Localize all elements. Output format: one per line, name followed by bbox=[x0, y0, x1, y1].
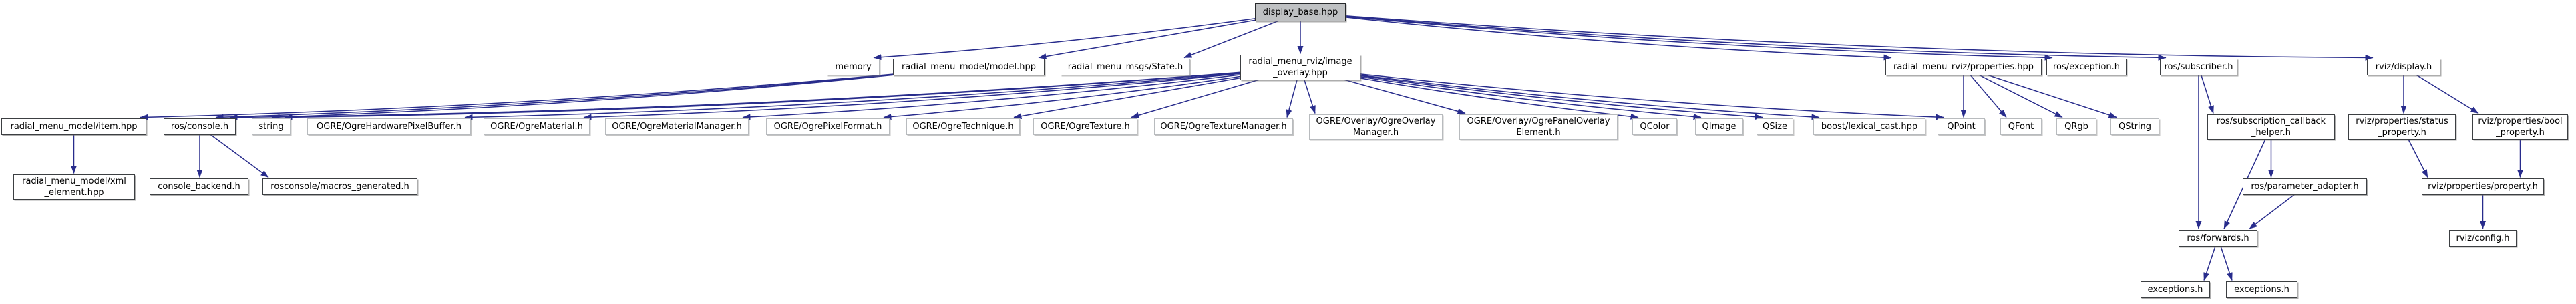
node-properties[interactable]: radial_menu_rviz/properties.hpp bbox=[1885, 59, 2042, 75]
node-ogre-hwpb: OGRE/OgreHardwarePixelBuffer.h bbox=[307, 118, 471, 135]
edge-display-base-to-ros-exception bbox=[1300, 11, 2053, 61]
node-ogre-overlay-mgr: OGRE/Overlay/OgreOverlay Manager.h bbox=[1309, 114, 1443, 140]
node-ros-console[interactable]: ros/console.h bbox=[164, 118, 236, 135]
node-status-property[interactable]: rviz/properties/status _property.h bbox=[2348, 114, 2456, 140]
node-ogre-pixel-format: OGRE/OgrePixelFormat.h bbox=[766, 118, 890, 135]
node-qpoint: QPoint bbox=[1938, 118, 1985, 135]
edge-model-to-item bbox=[140, 66, 969, 120]
node-state: radial_menu_msgs/State.h bbox=[1061, 59, 1190, 75]
node-exceptions-l[interactable]: exceptions.h bbox=[2141, 281, 2210, 298]
edge-properties-to-qstring bbox=[1963, 66, 2117, 118]
node-exceptions-r[interactable]: exceptions.h bbox=[2226, 281, 2297, 298]
edge-display-base-to-ros-subscriber bbox=[1300, 11, 2167, 61]
node-ogre-texture-mgr: OGRE/OgreTextureManager.h bbox=[1154, 118, 1293, 135]
edge-image-overlay-to-ogre-material bbox=[583, 67, 1301, 120]
node-config[interactable]: rviz/config.h bbox=[2449, 230, 2517, 247]
edge-group bbox=[71, 11, 2523, 281]
edge-image-overlay-to-qpoint bbox=[1300, 67, 1944, 120]
edge-image-overlay-to-qsize bbox=[1300, 67, 1763, 120]
node-item[interactable]: radial_menu_model/item.hpp bbox=[1, 118, 146, 135]
edge-display-base-to-memory bbox=[873, 11, 1301, 61]
node-qimage: QImage bbox=[1695, 118, 1743, 135]
node-qrgb: QRgb bbox=[2056, 118, 2096, 135]
edge-image-overlay-to-ogre-material-mgr bbox=[742, 67, 1301, 120]
node-memory: memory bbox=[827, 59, 880, 75]
edge-image-overlay-to-boost-lexical-cast bbox=[1300, 67, 1820, 120]
node-display-base: display_base.hpp bbox=[1255, 3, 1346, 21]
node-console-backend[interactable]: console_backend.h bbox=[150, 178, 248, 195]
edge-display-base-to-rviz-display bbox=[1300, 11, 2374, 61]
node-ros-subscriber[interactable]: ros/subscriber.h bbox=[2160, 59, 2237, 75]
node-bool-property[interactable]: rviz/properties/bool _property.h bbox=[2472, 114, 2568, 140]
node-ogre-panel-overlay: OGRE/Overlay/OgrePanelOverlay Element.h bbox=[1459, 114, 1618, 140]
node-ros-exception[interactable]: ros/exception.h bbox=[2046, 59, 2127, 75]
node-forwards[interactable]: ros/forwards.h bbox=[2179, 230, 2257, 247]
node-xml-element[interactable]: radial_menu_model/xml _element.hpp bbox=[13, 174, 135, 200]
node-ogre-material: OGRE/OgreMaterial.h bbox=[484, 118, 590, 135]
node-image-overlay[interactable]: radial_menu_rviz/image _overlay.hpp bbox=[1240, 55, 1360, 80]
edge-ros-console-to-macros-generated bbox=[199, 126, 269, 178]
node-ogre-texture: OGRE/OgreTexture.h bbox=[1033, 118, 1137, 135]
edge-properties-to-qfont bbox=[1963, 67, 2007, 118]
edge-image-overlay-to-ogre-hwpb bbox=[464, 67, 1301, 120]
edge-properties-to-qrgb bbox=[1963, 66, 2063, 118]
edge-display-base-to-properties bbox=[1300, 11, 1892, 61]
edge-model-to-ros-console bbox=[215, 66, 969, 120]
edge-image-overlay-to-string bbox=[284, 67, 1301, 120]
node-qcolor: QColor bbox=[1632, 118, 1677, 135]
edge-model-to-string bbox=[271, 66, 969, 120]
node-qsize: QSize bbox=[1757, 118, 1793, 135]
node-ogre-technique: OGRE/OgreTechnique.h bbox=[906, 118, 1020, 135]
node-qfont: QFont bbox=[2000, 118, 2042, 135]
node-rviz-display[interactable]: rviz/display.h bbox=[2367, 59, 2440, 75]
node-qstring: QString bbox=[2110, 118, 2159, 135]
node-ogre-material-mgr: OGRE/OgreMaterialManager.h bbox=[605, 118, 749, 135]
node-model[interactable]: radial_menu_model/model.hpp bbox=[893, 59, 1045, 75]
node-string: string bbox=[252, 118, 291, 135]
edge-sub-cb-helper-to-forwards bbox=[2223, 126, 2272, 229]
node-boost-lexical-cast: boost/lexical_cast.hpp bbox=[1813, 118, 1925, 135]
node-parameter-adapter[interactable]: ros/parameter_adapter.h bbox=[2243, 178, 2367, 195]
node-sub-cb-helper[interactable]: ros/subscription_callback _helper.h bbox=[2207, 114, 2335, 140]
node-macros-generated[interactable]: rosconsole/macros_generated.h bbox=[262, 178, 417, 195]
node-property[interactable]: rviz/properties/property.h bbox=[2422, 178, 2544, 195]
